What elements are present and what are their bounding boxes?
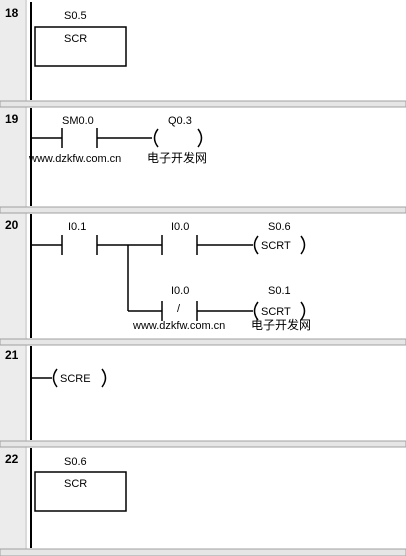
left-gutter <box>0 0 27 556</box>
scre-coil[interactable]: SCRE <box>52 368 107 388</box>
box-address: S0.5 <box>64 10 87 22</box>
no-contact[interactable] <box>61 128 98 148</box>
network-number: 22 <box>5 452 19 466</box>
box-address: S0.6 <box>64 456 87 468</box>
contact-address: I0.0 <box>171 285 189 297</box>
box-label: SCR <box>64 33 87 45</box>
set-coil[interactable]: SCRT <box>253 235 306 255</box>
coil-label: SCRE <box>60 373 91 385</box>
network-separator <box>0 440 406 448</box>
scr-box[interactable]: SCR <box>34 26 127 67</box>
network-22[interactable]: 22 S0.6 SCR <box>5 448 127 548</box>
network-20[interactable]: 20 I0.1 I0.0 SCRT S0.6 / I0.0 <box>5 214 306 338</box>
network-number: 21 <box>5 348 19 362</box>
watermark: www.dzkfw.com.cn 电子开发网 <box>132 317 311 332</box>
coil-label: SCRT <box>261 306 291 318</box>
network-separator <box>0 338 406 346</box>
watermark-url: www.dzkfw.com.cn <box>28 153 121 165</box>
coil-address: S0.6 <box>268 221 291 233</box>
coil-label: SCRT <box>261 240 291 252</box>
network-18[interactable]: 18 S0.5 SCR <box>5 2 127 100</box>
network-separator <box>0 206 406 214</box>
contact-address: SM0.0 <box>62 115 94 127</box>
coil-address: Q0.3 <box>168 115 192 127</box>
contact-address: I0.1 <box>68 221 86 233</box>
no-contact[interactable] <box>161 235 198 255</box>
output-coil[interactable] <box>153 128 203 148</box>
network-21[interactable]: 21 SCRE <box>5 346 107 440</box>
watermark-text: 电子开发网 <box>251 317 311 332</box>
network-separator <box>0 548 406 556</box>
network-number: 19 <box>5 112 19 126</box>
network-19[interactable]: 19 SM0.0 Q0.3 <box>5 108 203 206</box>
set-coil[interactable]: SCRT <box>253 301 306 321</box>
scr-box[interactable]: SCR <box>34 471 127 512</box>
network-number: 20 <box>5 218 19 232</box>
watermark-text: 电子开发网 <box>147 150 207 165</box>
contact-address: I0.0 <box>171 221 189 233</box>
box-label: SCR <box>64 478 87 490</box>
watermark-url: www.dzkfw.com.cn <box>132 320 225 332</box>
contact-symbol: / <box>177 303 181 315</box>
network-number: 18 <box>5 6 19 20</box>
watermark: www.dzkfw.com.cn 电子开发网 <box>28 150 207 165</box>
network-separator <box>0 100 406 108</box>
nc-contact[interactable]: / <box>161 301 198 321</box>
coil-address: S0.1 <box>268 285 291 297</box>
no-contact[interactable] <box>61 235 98 255</box>
